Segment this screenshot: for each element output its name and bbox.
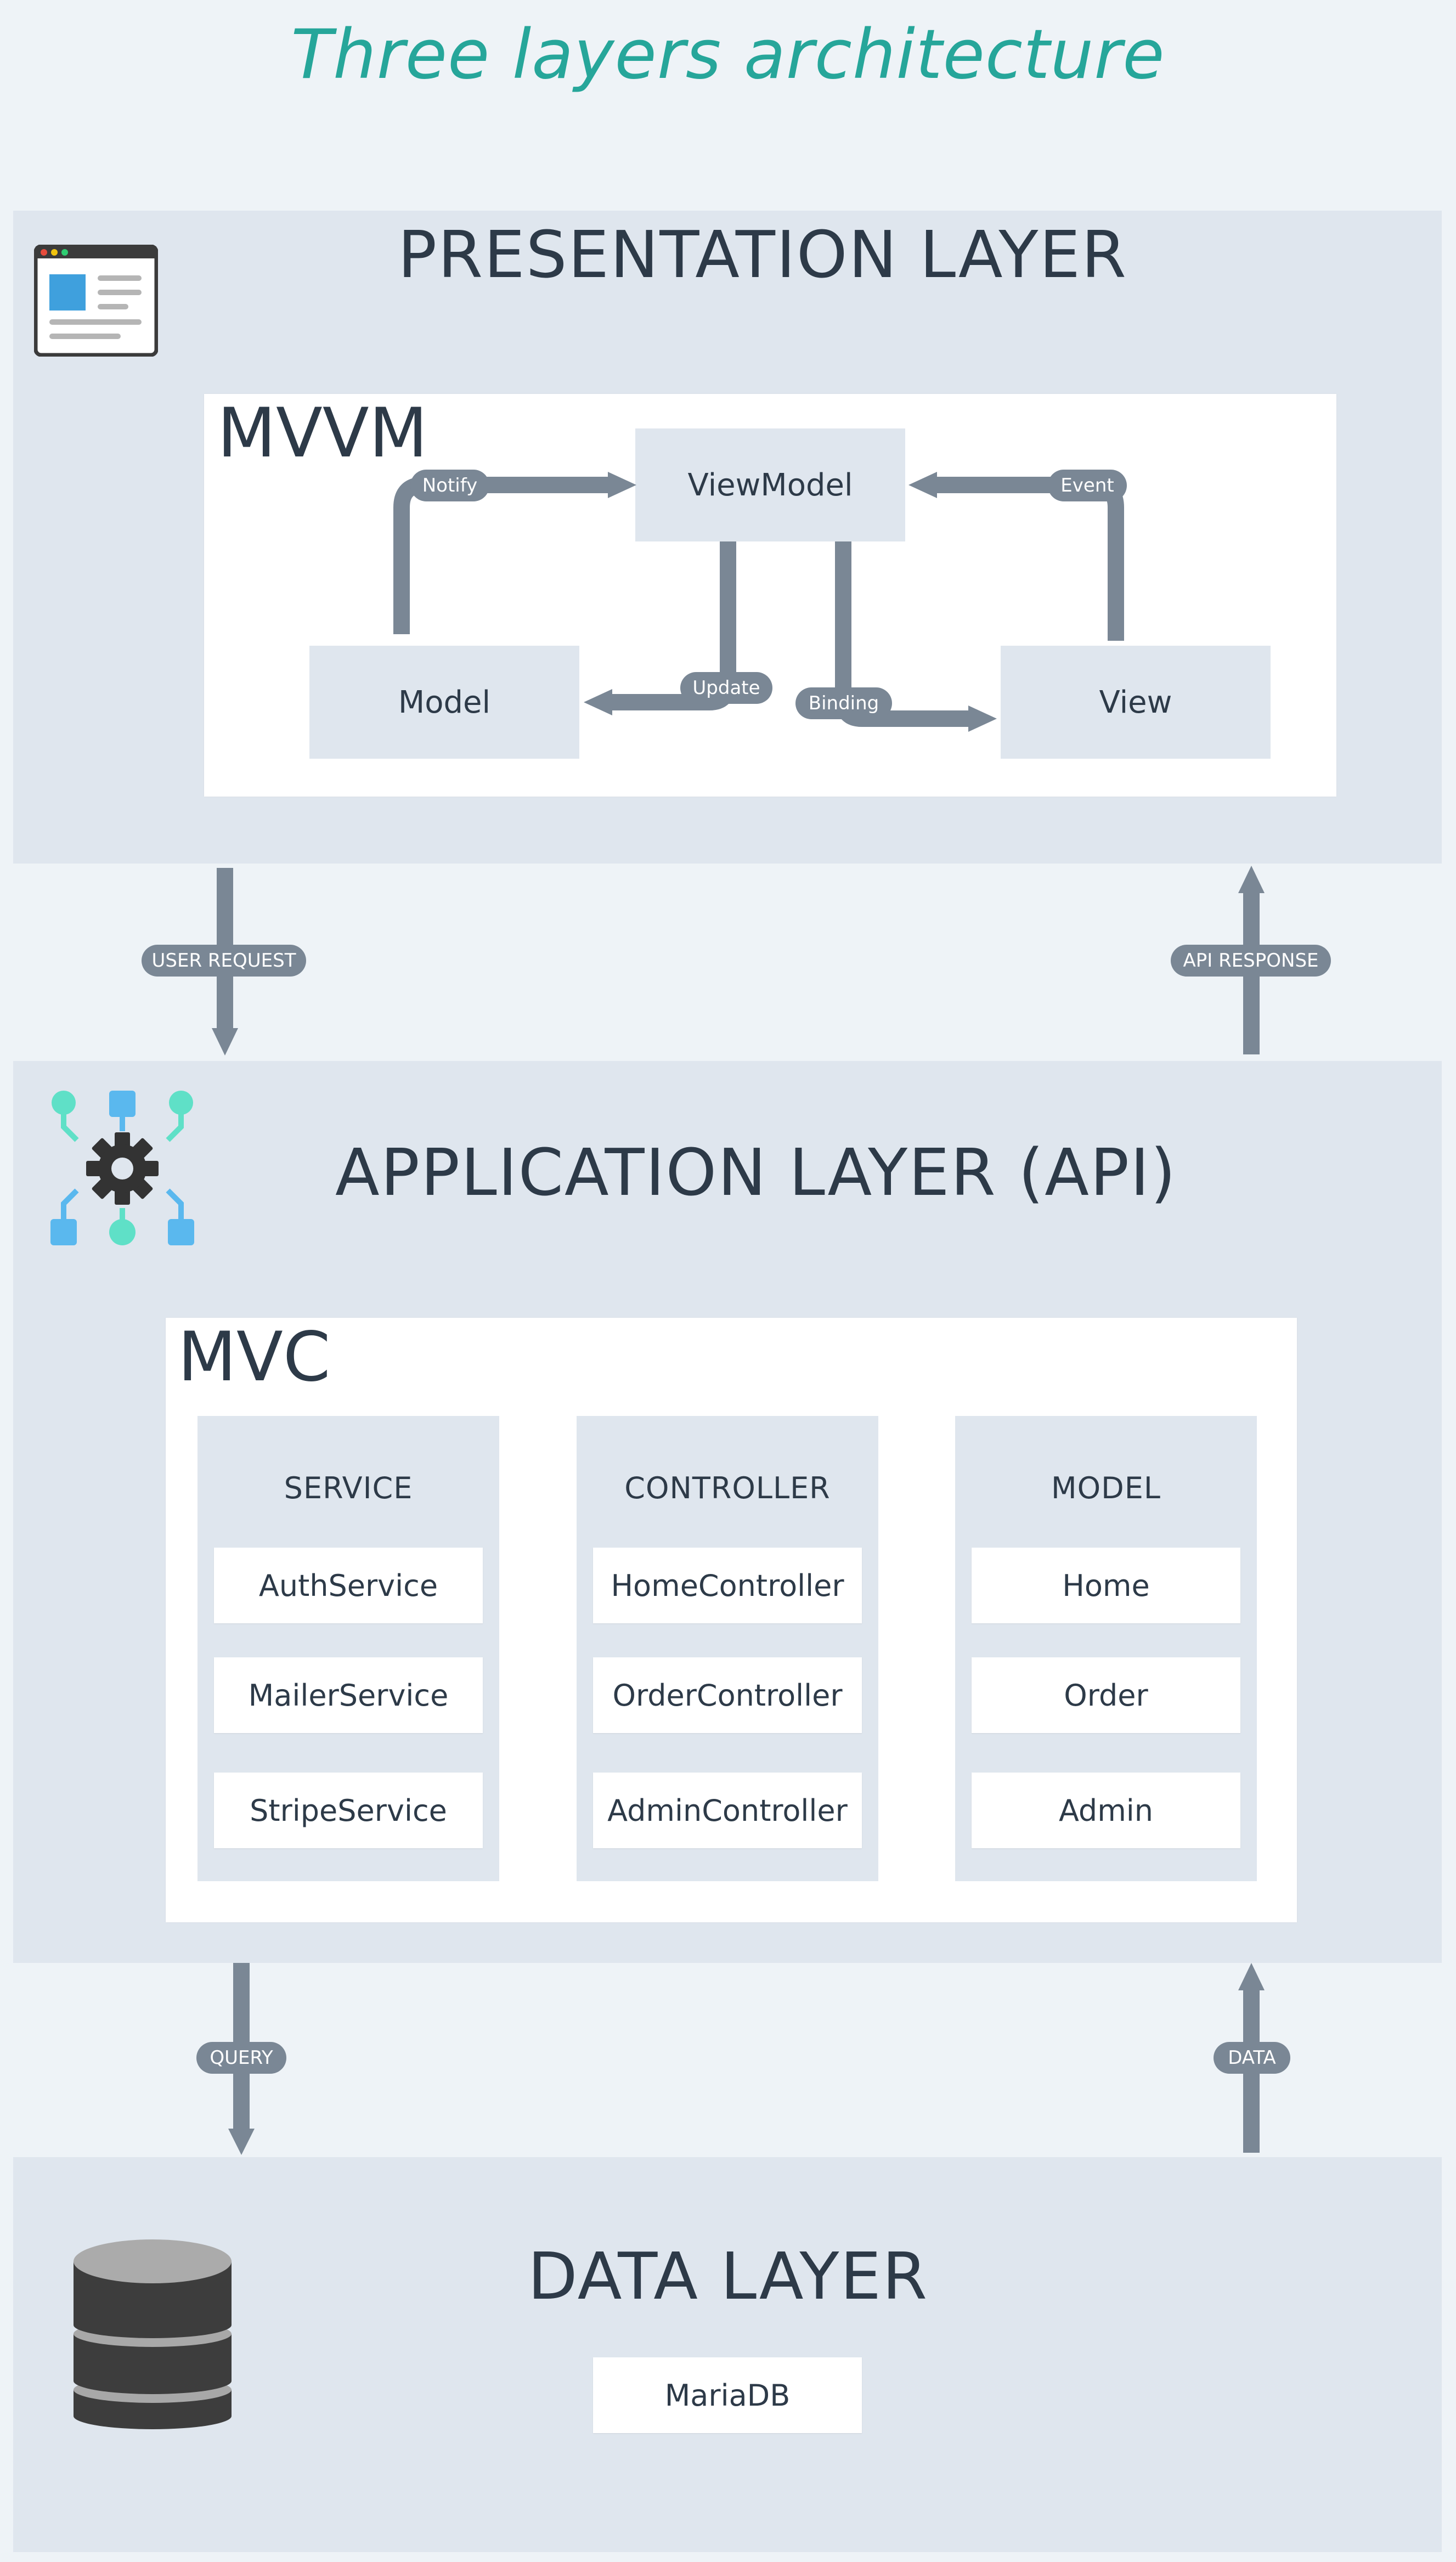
- binding-arrowhead: [968, 706, 997, 732]
- service-item: StripeService: [214, 1773, 483, 1848]
- controller-item: AdminController: [593, 1773, 862, 1848]
- data-layer-title: DATA LAYER: [527, 2238, 929, 2314]
- data-layer: [13, 2157, 1442, 2552]
- user-request-arrowhead: [212, 1028, 238, 1056]
- user-request-label: USER REQUEST: [142, 945, 306, 977]
- viewmodel-box: ViewModel: [635, 428, 905, 541]
- notify-arrowhead: [608, 472, 636, 498]
- event-arrow: [933, 477, 1124, 641]
- controller-column-title: CONTROLLER: [624, 1471, 831, 1505]
- application-layer-title: APPLICATION LAYER (API): [335, 1135, 1177, 1210]
- gear-network-icon: [50, 1091, 194, 1245]
- service-column-title: SERVICE: [284, 1471, 413, 1505]
- presentation-layer-title: PRESENTATION LAYER: [397, 217, 1128, 292]
- service-column: SERVICE AuthService MailerService Stripe…: [197, 1416, 499, 1881]
- api-response-arrowhead: [1238, 866, 1265, 893]
- database-icon: [74, 2239, 232, 2429]
- controller-column: CONTROLLER HomeController OrderControlle…: [577, 1416, 878, 1881]
- mvc-title: MVC: [178, 1318, 331, 1397]
- model-box: Model: [309, 646, 579, 759]
- event-arrowhead: [908, 472, 937, 498]
- notify-arrow: [393, 477, 609, 634]
- binding-label: Binding: [795, 687, 892, 719]
- controller-item: HomeController: [593, 1548, 862, 1623]
- controller-item: OrderController: [593, 1657, 862, 1733]
- model-column-title: MODEL: [1051, 1471, 1161, 1505]
- model-item: Home: [972, 1548, 1240, 1623]
- update-label: Update: [680, 672, 772, 704]
- page-title: Three layers architecture: [291, 15, 1165, 94]
- data-label: DATA: [1214, 2042, 1290, 2074]
- api-response-label: API RESPONSE: [1171, 945, 1331, 977]
- query-arrowhead: [228, 2129, 255, 2155]
- model-column: MODEL Home Order Admin: [955, 1416, 1257, 1881]
- mariadb-box: MariaDB: [593, 2357, 862, 2433]
- query-label: QUERY: [196, 2042, 286, 2074]
- model-item: Admin: [972, 1773, 1240, 1848]
- view-box: View: [1001, 646, 1271, 759]
- event-label: Event: [1048, 470, 1127, 501]
- update-arrowhead: [584, 689, 612, 715]
- browser-window-icon: [34, 245, 158, 357]
- mvvm-title: MVVM: [217, 394, 428, 473]
- service-item: AuthService: [214, 1548, 483, 1623]
- notify-label: Notify: [410, 470, 489, 501]
- service-item: MailerService: [214, 1657, 483, 1733]
- model-item: Order: [972, 1657, 1240, 1733]
- data-arrowhead: [1238, 1963, 1265, 1990]
